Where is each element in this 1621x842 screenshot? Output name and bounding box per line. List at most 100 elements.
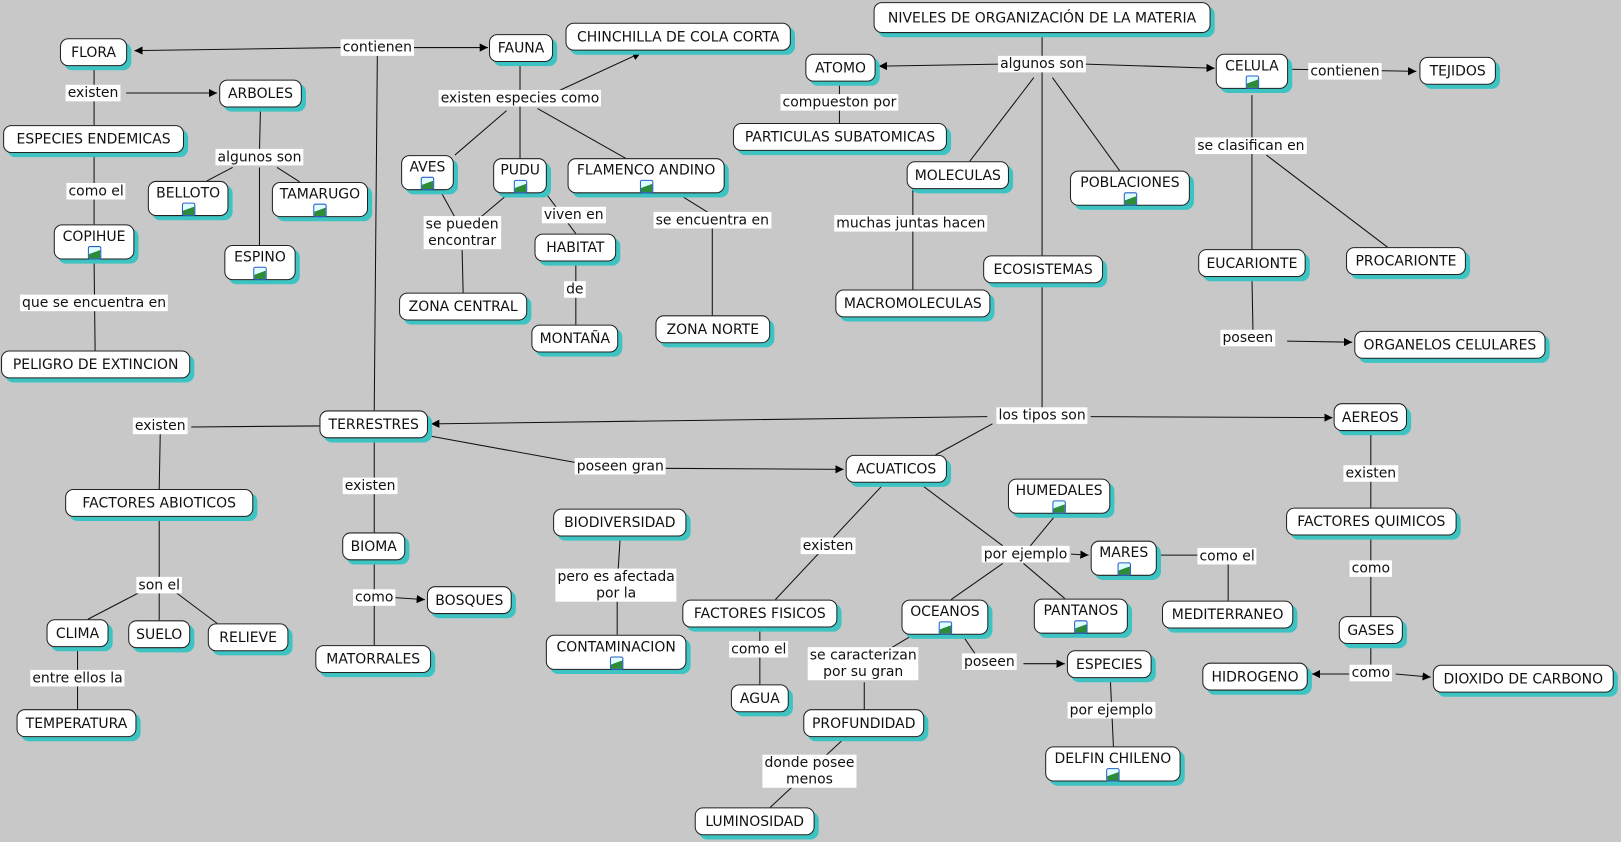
linking-phrase[interactable]: como [352, 589, 396, 606]
image-resource-icon[interactable] [1123, 192, 1137, 206]
concept-node[interactable]: MEDITERRANEO [1161, 600, 1294, 629]
concept-node[interactable]: BOSQUES [426, 586, 512, 615]
concept-node[interactable]: LUMINOSIDAD [694, 807, 815, 836]
concept-node[interactable]: FACTORES QUIMICOS [1286, 507, 1457, 536]
linking-phrase[interactable]: que se encuentra en [19, 294, 169, 312]
concept-node[interactable]: FAUNA [488, 34, 554, 63]
concept-node[interactable]: ORGANELOS CELULARES [1354, 330, 1546, 359]
concept-node[interactable]: HABITAT [534, 233, 617, 262]
concept-node[interactable]: ECOSISTEMAS [983, 255, 1104, 284]
linking-phrase[interactable]: donde posee menos [762, 754, 857, 788]
linking-phrase[interactable]: como [1349, 560, 1393, 577]
linking-phrase[interactable]: contienen [340, 39, 415, 56]
concept-node[interactable]: TEMPERATURA [16, 709, 137, 738]
linking-phrase[interactable]: como [1349, 664, 1393, 682]
image-resource-icon[interactable] [1074, 620, 1088, 634]
concept-node[interactable]: CONTAMINACION [545, 634, 687, 670]
concept-node[interactable]: MACROMOLECULAS [835, 289, 991, 318]
linking-phrase[interactable]: muchas juntas hacen [834, 215, 988, 232]
linking-phrase[interactable]: poseen gran [574, 457, 666, 475]
concept-node[interactable]: AGUA [730, 684, 789, 713]
concept-node[interactable]: DIOXIDO DE CARBONO [1432, 664, 1614, 693]
concept-node[interactable]: MATORRALES [315, 645, 432, 674]
concept-node[interactable]: ARBOLES [219, 79, 302, 108]
concept-node[interactable]: GASES [1338, 616, 1403, 645]
linking-phrase[interactable]: poseen [1220, 329, 1276, 347]
concept-node[interactable]: MARES [1090, 540, 1157, 576]
linking-phrase[interactable]: existen [132, 417, 188, 435]
concept-node[interactable]: ESPINO [224, 245, 296, 281]
image-resource-icon[interactable] [1245, 75, 1259, 89]
concept-node[interactable]: HIDROGENO [1202, 662, 1308, 691]
linking-phrase[interactable]: entre ellos la [30, 669, 125, 687]
concept-node[interactable]: SUELO [128, 620, 191, 649]
concept-node[interactable]: ACUATICOS [845, 454, 947, 483]
image-resource-icon[interactable] [639, 179, 653, 194]
image-resource-icon[interactable] [1052, 500, 1066, 514]
image-resource-icon[interactable] [938, 621, 952, 635]
image-resource-icon[interactable] [513, 179, 527, 194]
image-resource-icon[interactable] [87, 246, 101, 260]
concept-node[interactable]: TERRESTRES [319, 410, 428, 439]
concept-node[interactable]: ESPECIES [1066, 650, 1152, 679]
concept-node[interactable]: MOLECULAS [906, 161, 1009, 190]
linking-phrase[interactable]: se pueden encontrar [423, 216, 501, 250]
concept-node[interactable]: ESPECIES ENDEMICAS [3, 125, 185, 154]
concept-node[interactable]: FLAMENCO ANDINO [567, 158, 725, 194]
concept-node[interactable]: BIOMA [342, 532, 406, 561]
linking-phrase[interactable]: se encuentra en [653, 211, 772, 229]
concept-node[interactable]: BIODIVERSIDAD [553, 508, 687, 537]
concept-node[interactable]: PROFUNDIDAD [803, 709, 925, 738]
linking-phrase[interactable]: de [564, 281, 586, 298]
linking-phrase[interactable]: algunos son [998, 55, 1087, 73]
concept-node[interactable]: CLIMA [46, 619, 109, 648]
concept-node[interactable]: TEJIDOS [1419, 56, 1496, 85]
concept-node[interactable]: ZONA CENTRAL [399, 292, 528, 321]
concept-node[interactable]: PELIGRO DE EXTINCION [1, 350, 191, 379]
image-resource-icon[interactable] [1117, 562, 1131, 576]
image-resource-icon[interactable] [420, 176, 435, 191]
linking-phrase[interactable]: los tipos son [996, 407, 1088, 424]
linking-phrase[interactable]: existen [65, 84, 121, 102]
image-resource-icon[interactable] [609, 656, 623, 670]
concept-node[interactable]: PROCARIONTE [1346, 247, 1466, 275]
concept-node[interactable]: HUMEDALES [1007, 478, 1111, 514]
concept-node[interactable]: BELLOTO [147, 180, 229, 217]
linking-phrase[interactable]: se caracterizan por su gran [807, 647, 919, 681]
linking-phrase[interactable]: existen [800, 537, 856, 555]
linking-phrase[interactable]: viven en [541, 206, 606, 224]
linking-phrase[interactable]: como el [1197, 547, 1257, 565]
linking-phrase[interactable]: como el [729, 640, 789, 658]
image-resource-icon[interactable] [1106, 768, 1120, 782]
concept-node[interactable]: NIVELES DE ORGANIZACIÓN DE LA MATERIA [873, 2, 1211, 34]
concept-node[interactable]: FLORA [59, 38, 128, 67]
concept-node[interactable]: CELULA [1215, 53, 1289, 89]
concept-node[interactable]: FACTORES ABIOTICOS [65, 488, 254, 517]
concept-node[interactable]: MONTAÑA [531, 324, 619, 353]
concept-node[interactable]: ATOMO [805, 53, 876, 82]
linking-phrase[interactable]: existen [342, 477, 398, 495]
concept-node[interactable]: EUCARIONTE [1198, 249, 1306, 278]
linking-phrase[interactable]: existen especies como [438, 89, 602, 107]
concept-node[interactable]: CHINCHILLA DE COLA CORTA [565, 22, 791, 51]
image-resource-icon[interactable] [313, 203, 327, 218]
linking-phrase[interactable]: se clasifican en [1195, 137, 1307, 155]
linking-phrase[interactable]: contienen [1308, 63, 1382, 80]
linking-phrase[interactable]: existen [1343, 465, 1399, 482]
linking-phrase[interactable]: pero es afectada por la [555, 568, 677, 602]
linking-phrase[interactable]: por ejemplo [1067, 701, 1156, 719]
linking-phrase[interactable]: como el [66, 182, 126, 200]
concept-node[interactable]: OCEANOS [901, 599, 989, 635]
linking-phrase[interactable]: compueston por [780, 94, 899, 111]
concept-node[interactable]: FACTORES FISICOS [682, 599, 838, 628]
concept-node[interactable]: AVES [401, 155, 454, 191]
concept-node[interactable]: TAMARUGO [271, 181, 369, 218]
concept-node[interactable]: ZONA NORTE [655, 315, 771, 344]
image-resource-icon[interactable] [181, 202, 195, 217]
concept-node[interactable]: RELIEVE [207, 623, 289, 652]
concept-node[interactable]: PARTICULAS SUBATOMICAS [732, 123, 947, 151]
linking-phrase[interactable]: algunos son [215, 148, 304, 166]
image-resource-icon[interactable] [253, 266, 267, 281]
concept-node[interactable]: COPIHUE [53, 224, 135, 260]
linking-phrase[interactable]: son el [136, 576, 183, 594]
